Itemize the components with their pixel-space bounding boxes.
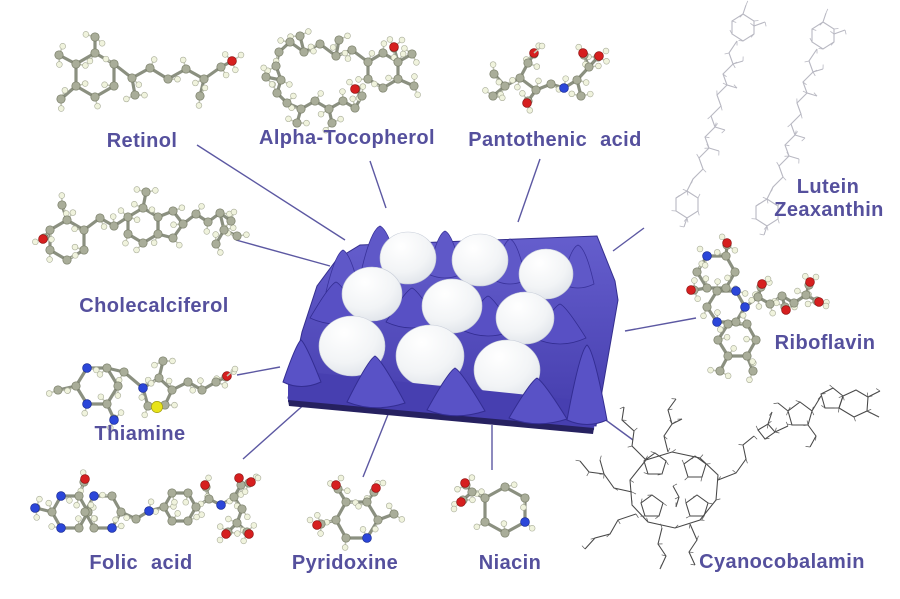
egg [341, 266, 403, 322]
egg-middle-row [341, 266, 555, 345]
egg [379, 231, 437, 285]
label-lutein: Lutein [796, 176, 860, 198]
folic-acid-structure [30, 469, 262, 545]
label-retinol: Retinol [106, 130, 178, 152]
label-folic-acid: Folic acid [89, 552, 193, 574]
egg [451, 233, 509, 287]
label-pyridoxine: Pyridoxine [291, 552, 399, 574]
egg [318, 315, 386, 377]
label-zeaxanthin: Zeaxanthin [774, 199, 884, 221]
carton-bottom-edge [288, 400, 594, 434]
label-cholecalciferol: Cholecalciferol [79, 295, 229, 317]
connector-lines [196, 144, 697, 478]
riboflavin-structure [686, 233, 830, 384]
pyridoxine-structure [306, 474, 406, 551]
egg [495, 291, 555, 345]
lutein-structure [671, 0, 767, 228]
label-thiamine: Thiamine [94, 423, 186, 445]
label-cyanocobalamin: Cyanocobalamin [699, 551, 865, 573]
label-alpha-tocopherol: Alpha-Tocopherol [258, 127, 436, 149]
zeaxanthin-structure [751, 8, 847, 236]
alpha-tocopherol-structure [260, 28, 421, 134]
cholecalciferol-structure [32, 186, 250, 265]
carton-front-cups [282, 339, 608, 425]
egg-back-row [379, 231, 574, 300]
label-niacin: Niacin [478, 552, 542, 574]
label-pantothenic-acid: Pantothenic acid [468, 129, 642, 151]
retinol-structure [54, 31, 245, 112]
egg-front-row [318, 315, 541, 401]
label-riboflavin: Riboflavin [774, 332, 876, 354]
cyanocobalamin-structure [575, 384, 881, 570]
niacin-structure [450, 474, 536, 538]
egg [518, 248, 574, 300]
thiamine-structure [45, 356, 239, 431]
pantothenic-acid-structure [482, 42, 610, 114]
egg-carton [282, 225, 619, 434]
